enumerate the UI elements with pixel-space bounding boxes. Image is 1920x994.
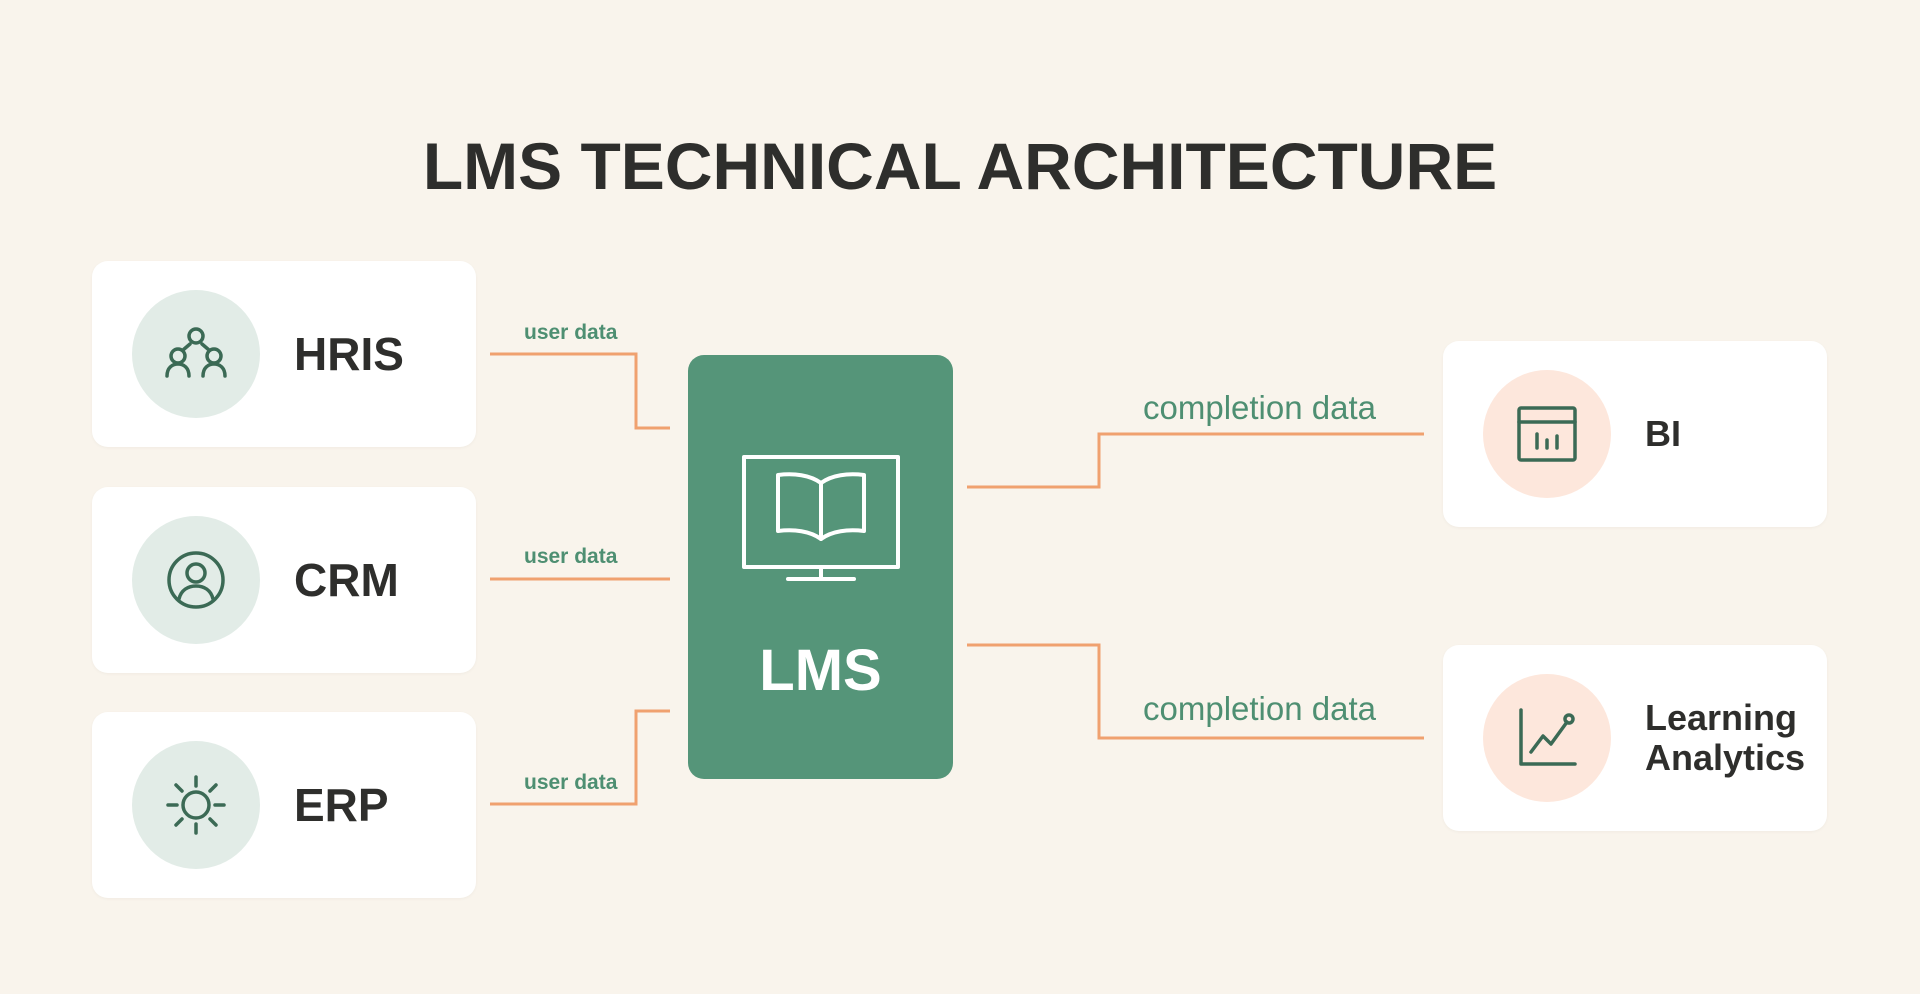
edge-label-hris: user data — [524, 321, 618, 344]
source-card-erp: ERP — [92, 712, 476, 898]
destination-label: BI — [1645, 413, 1681, 454]
source-label: HRIS — [294, 328, 404, 380]
destination-label: Learning Analytics — [1645, 697, 1806, 778]
source-label: CRM — [294, 554, 399, 606]
connector-lms-bi — [967, 432, 1424, 489]
lms-node: LMS — [688, 355, 953, 779]
dashboard-chart-icon — [1517, 406, 1577, 462]
icon-circle — [132, 290, 260, 418]
edge-label-bi: completion data — [1143, 389, 1376, 426]
connector-erp-lms — [490, 709, 670, 806]
user-circle-icon — [167, 551, 225, 609]
monitor-book-icon — [742, 455, 900, 581]
destination-card-bi: BI — [1443, 341, 1827, 527]
edge-label-crm: user data — [524, 545, 618, 568]
edge-label-erp: user data — [524, 771, 618, 794]
icon-circle — [1483, 370, 1611, 498]
icon-circle — [1483, 674, 1611, 802]
edge-label-analytics: completion data — [1143, 690, 1376, 727]
lms-label: LMS — [759, 638, 882, 703]
icon-circle — [132, 741, 260, 869]
destination-card-analytics: Learning Analytics — [1443, 645, 1827, 831]
connector-hris-lms — [490, 352, 670, 430]
icon-circle — [132, 516, 260, 644]
source-label: ERP — [294, 779, 389, 831]
source-card-crm: CRM — [92, 487, 476, 673]
connector-lms-analytics — [967, 643, 1424, 740]
sun-gear-icon — [166, 775, 226, 835]
people-network-icon — [165, 327, 227, 378]
source-card-hris: HRIS — [92, 261, 476, 447]
line-chart-icon — [1519, 708, 1577, 766]
diagram-title: LMS TECHNICAL ARCHITECTURE — [422, 129, 1498, 203]
